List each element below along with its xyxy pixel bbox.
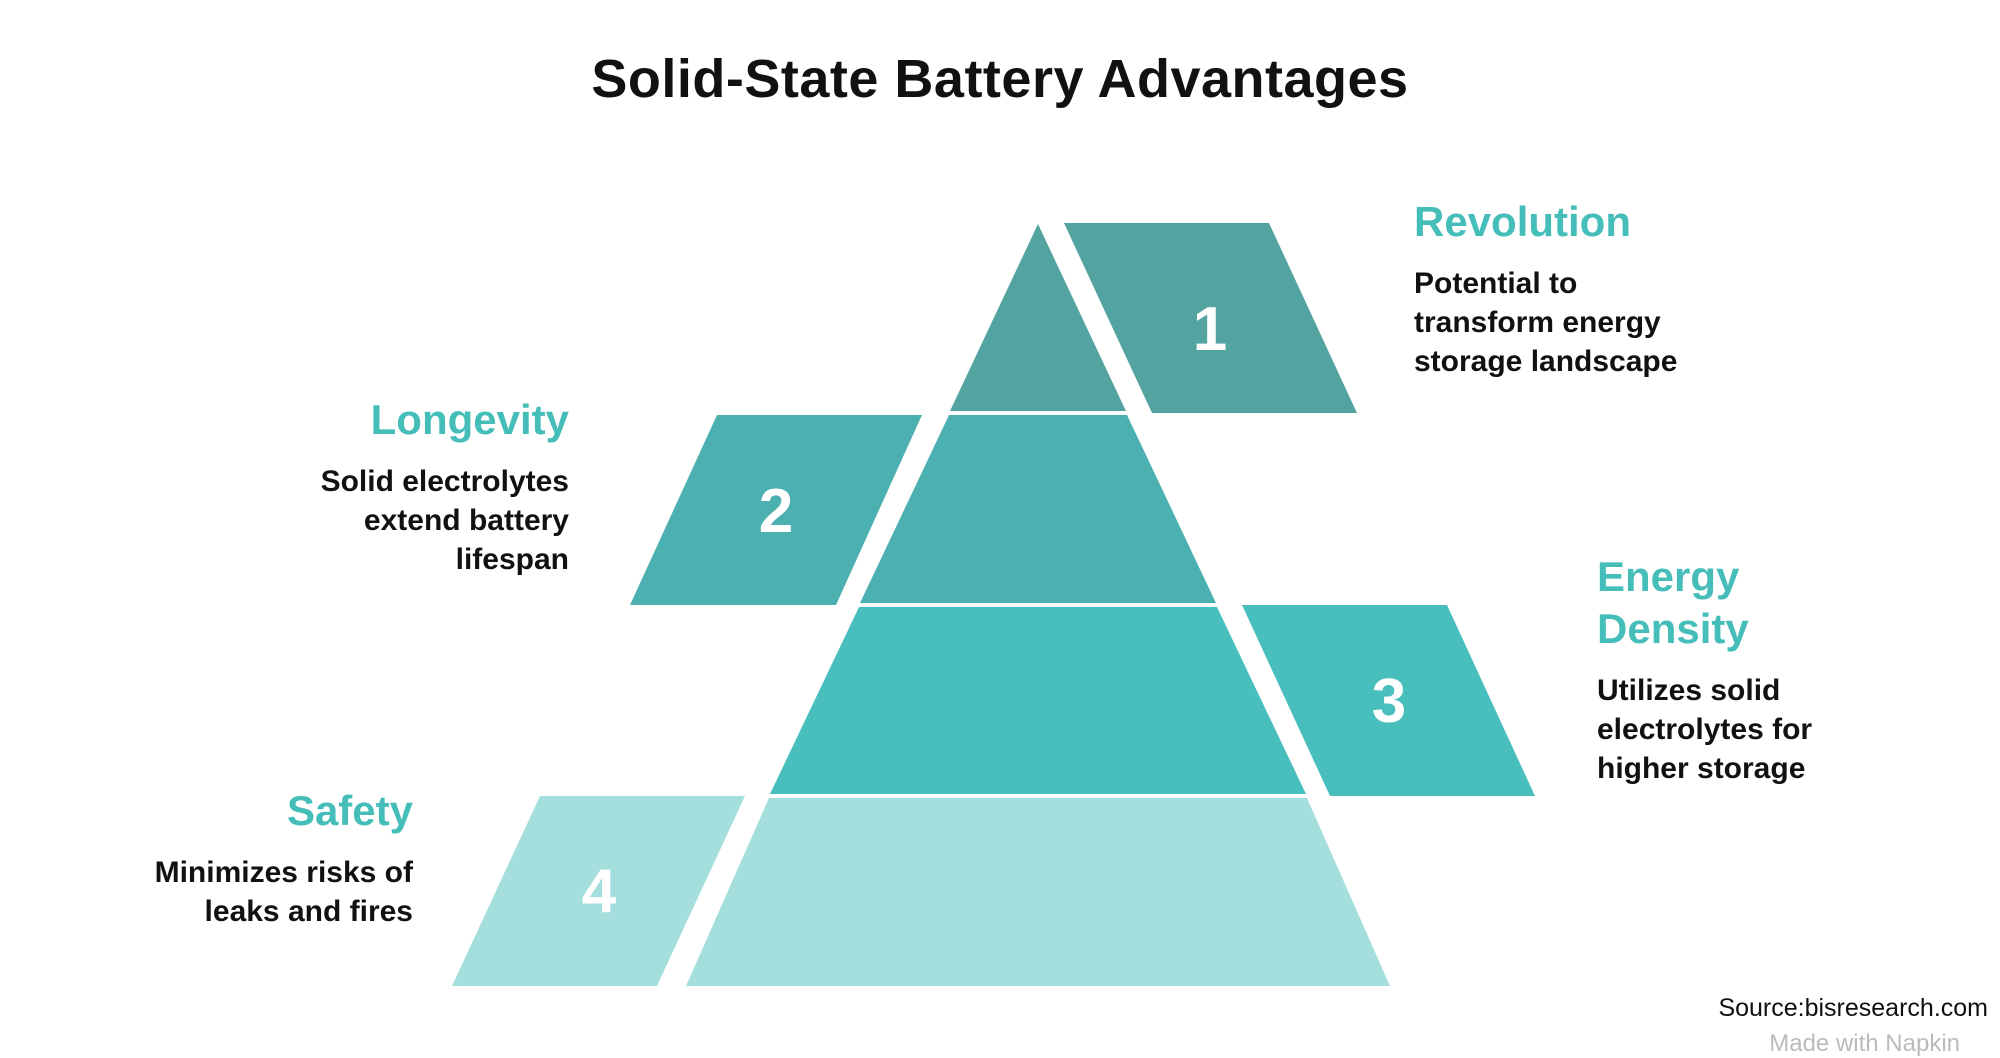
- item-energy-density: Energy Density Utilizes solid electrolyt…: [1597, 551, 1897, 788]
- tab-4: [452, 796, 745, 986]
- watermark: Made with Napkin: [1769, 1030, 1960, 1057]
- page-title: Solid-State Battery Advantages: [591, 49, 1409, 109]
- tab-3: [1242, 605, 1535, 796]
- item-revolution: Revolution Potential to transform energy…: [1414, 196, 1754, 381]
- item-heading: Longevity: [370, 396, 569, 443]
- item-description: Utilizes solid electrolytes for higher s…: [1597, 674, 1813, 785]
- item-description: Solid electrolytes extend battery lifesp…: [320, 465, 569, 576]
- tab-1-number: 1: [1193, 295, 1227, 364]
- tab-2-number: 2: [759, 477, 793, 546]
- pyramid-level-3: [770, 607, 1306, 794]
- item-heading: Energy Density: [1597, 553, 1749, 652]
- tab-4-number: 4: [582, 857, 617, 926]
- pyramid-level-4: [686, 798, 1390, 986]
- item-heading: Revolution: [1414, 198, 1631, 245]
- tab-1: [1064, 223, 1357, 413]
- item-heading: Safety: [286, 787, 413, 834]
- pyramid-level-2: [860, 415, 1216, 603]
- item-description: Minimizes risks of leaks and fires: [154, 856, 413, 928]
- source-credit: Source:bisresearch.com: [1718, 994, 1988, 1022]
- item-longevity: Longevity Solid electrolytes extend batt…: [229, 394, 569, 579]
- item-safety: Safety Minimizes risks of leaks and fire…: [53, 785, 413, 931]
- item-description: Potential to transform energy storage la…: [1414, 267, 1678, 378]
- tab-2: [630, 415, 922, 605]
- pyramid-level-1: [950, 224, 1126, 411]
- tab-3-number: 3: [1372, 667, 1406, 736]
